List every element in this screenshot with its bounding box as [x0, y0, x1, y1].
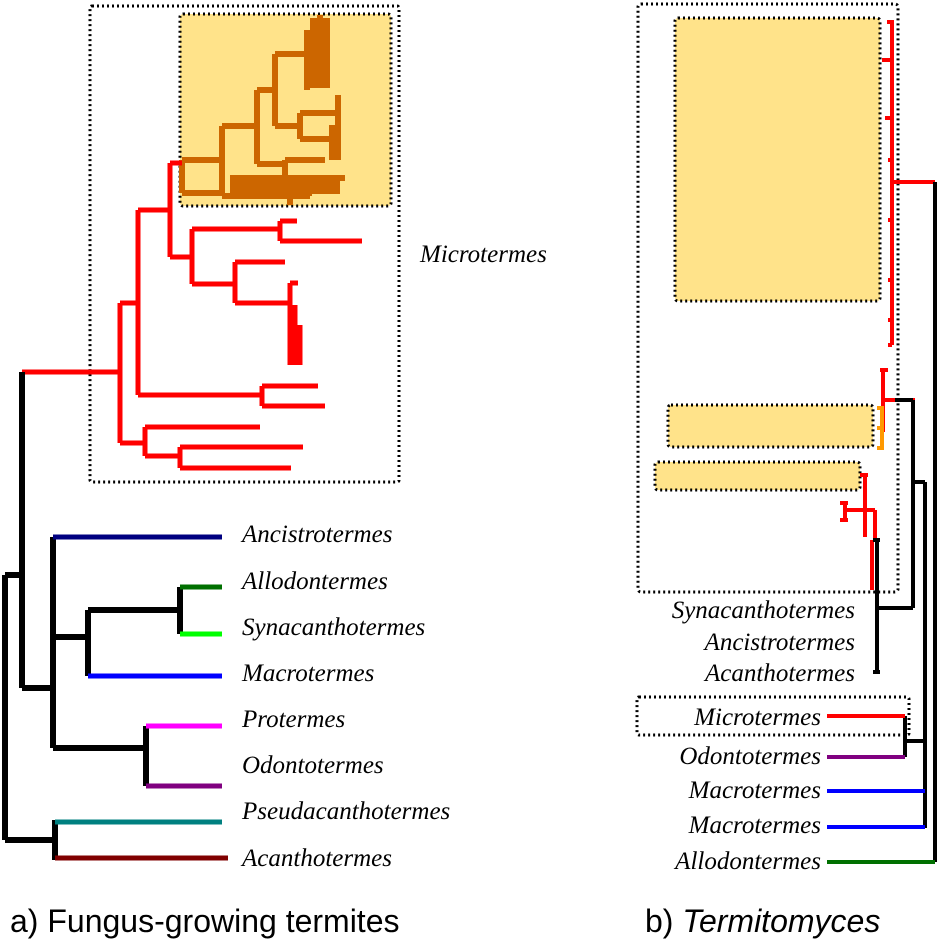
caption-panel-b: b) Termitomyces [645, 903, 880, 939]
highlight-box-small [653, 460, 862, 492]
caption-prefix: b) [645, 903, 682, 939]
label-taxon-b: Macrotermes [688, 812, 821, 839]
orange-dense-tips [310, 18, 330, 88]
label-taxon: Ancistrotermes [240, 521, 392, 548]
caption-italic: Termitomyces [682, 903, 880, 939]
label-taxon-b: Allodontermes [673, 848, 821, 875]
termite-backbone [2, 372, 183, 860]
label-taxon-b: Odontotermes [679, 743, 821, 770]
red-comb-lower [840, 473, 877, 590]
termitomyces-backbone [873, 182, 937, 862]
label-taxon-b: Ancistrotermes [703, 629, 855, 656]
termitomyces-outer-box [636, 2, 900, 594]
microtermes-clade [22, 160, 362, 471]
microtermes-box-b [635, 695, 911, 737]
label-taxon: Allodontermes [240, 568, 388, 595]
label-taxon: Protermes [241, 706, 345, 733]
label-taxon-b: Synacanthotermes [672, 597, 855, 624]
label-taxon-b: Macrotermes [688, 777, 821, 804]
orange-small-clade [877, 406, 884, 450]
label-taxon: Synacanthotermes [242, 614, 425, 641]
label-taxon: Odontotermes [242, 752, 384, 779]
red-comb-top [880, 20, 935, 432]
panel-a-tree: Microtermes Ancistrotermes Allodontermes… [2, 4, 547, 872]
label-taxon-b: Acanthotermes [703, 660, 855, 687]
label-taxon: Macrotermes [241, 660, 374, 687]
orange-dense-branches [230, 176, 340, 194]
highlight-box-large [673, 16, 882, 303]
microtermes-outer-box [88, 4, 401, 484]
panel-b-tree: Synacanthotermes Ancistrotermes Acanthot… [635, 2, 937, 875]
label-microtermes: Microtermes [419, 241, 547, 268]
label-taxon-b: Microtermes [693, 704, 821, 731]
label-taxon: Acanthotermes [240, 845, 392, 872]
label-taxon: Pseudacanthotermes [241, 798, 450, 825]
caption-panel-a: a) Fungus-growing termites [10, 903, 399, 939]
highlight-box-middle [666, 403, 875, 449]
